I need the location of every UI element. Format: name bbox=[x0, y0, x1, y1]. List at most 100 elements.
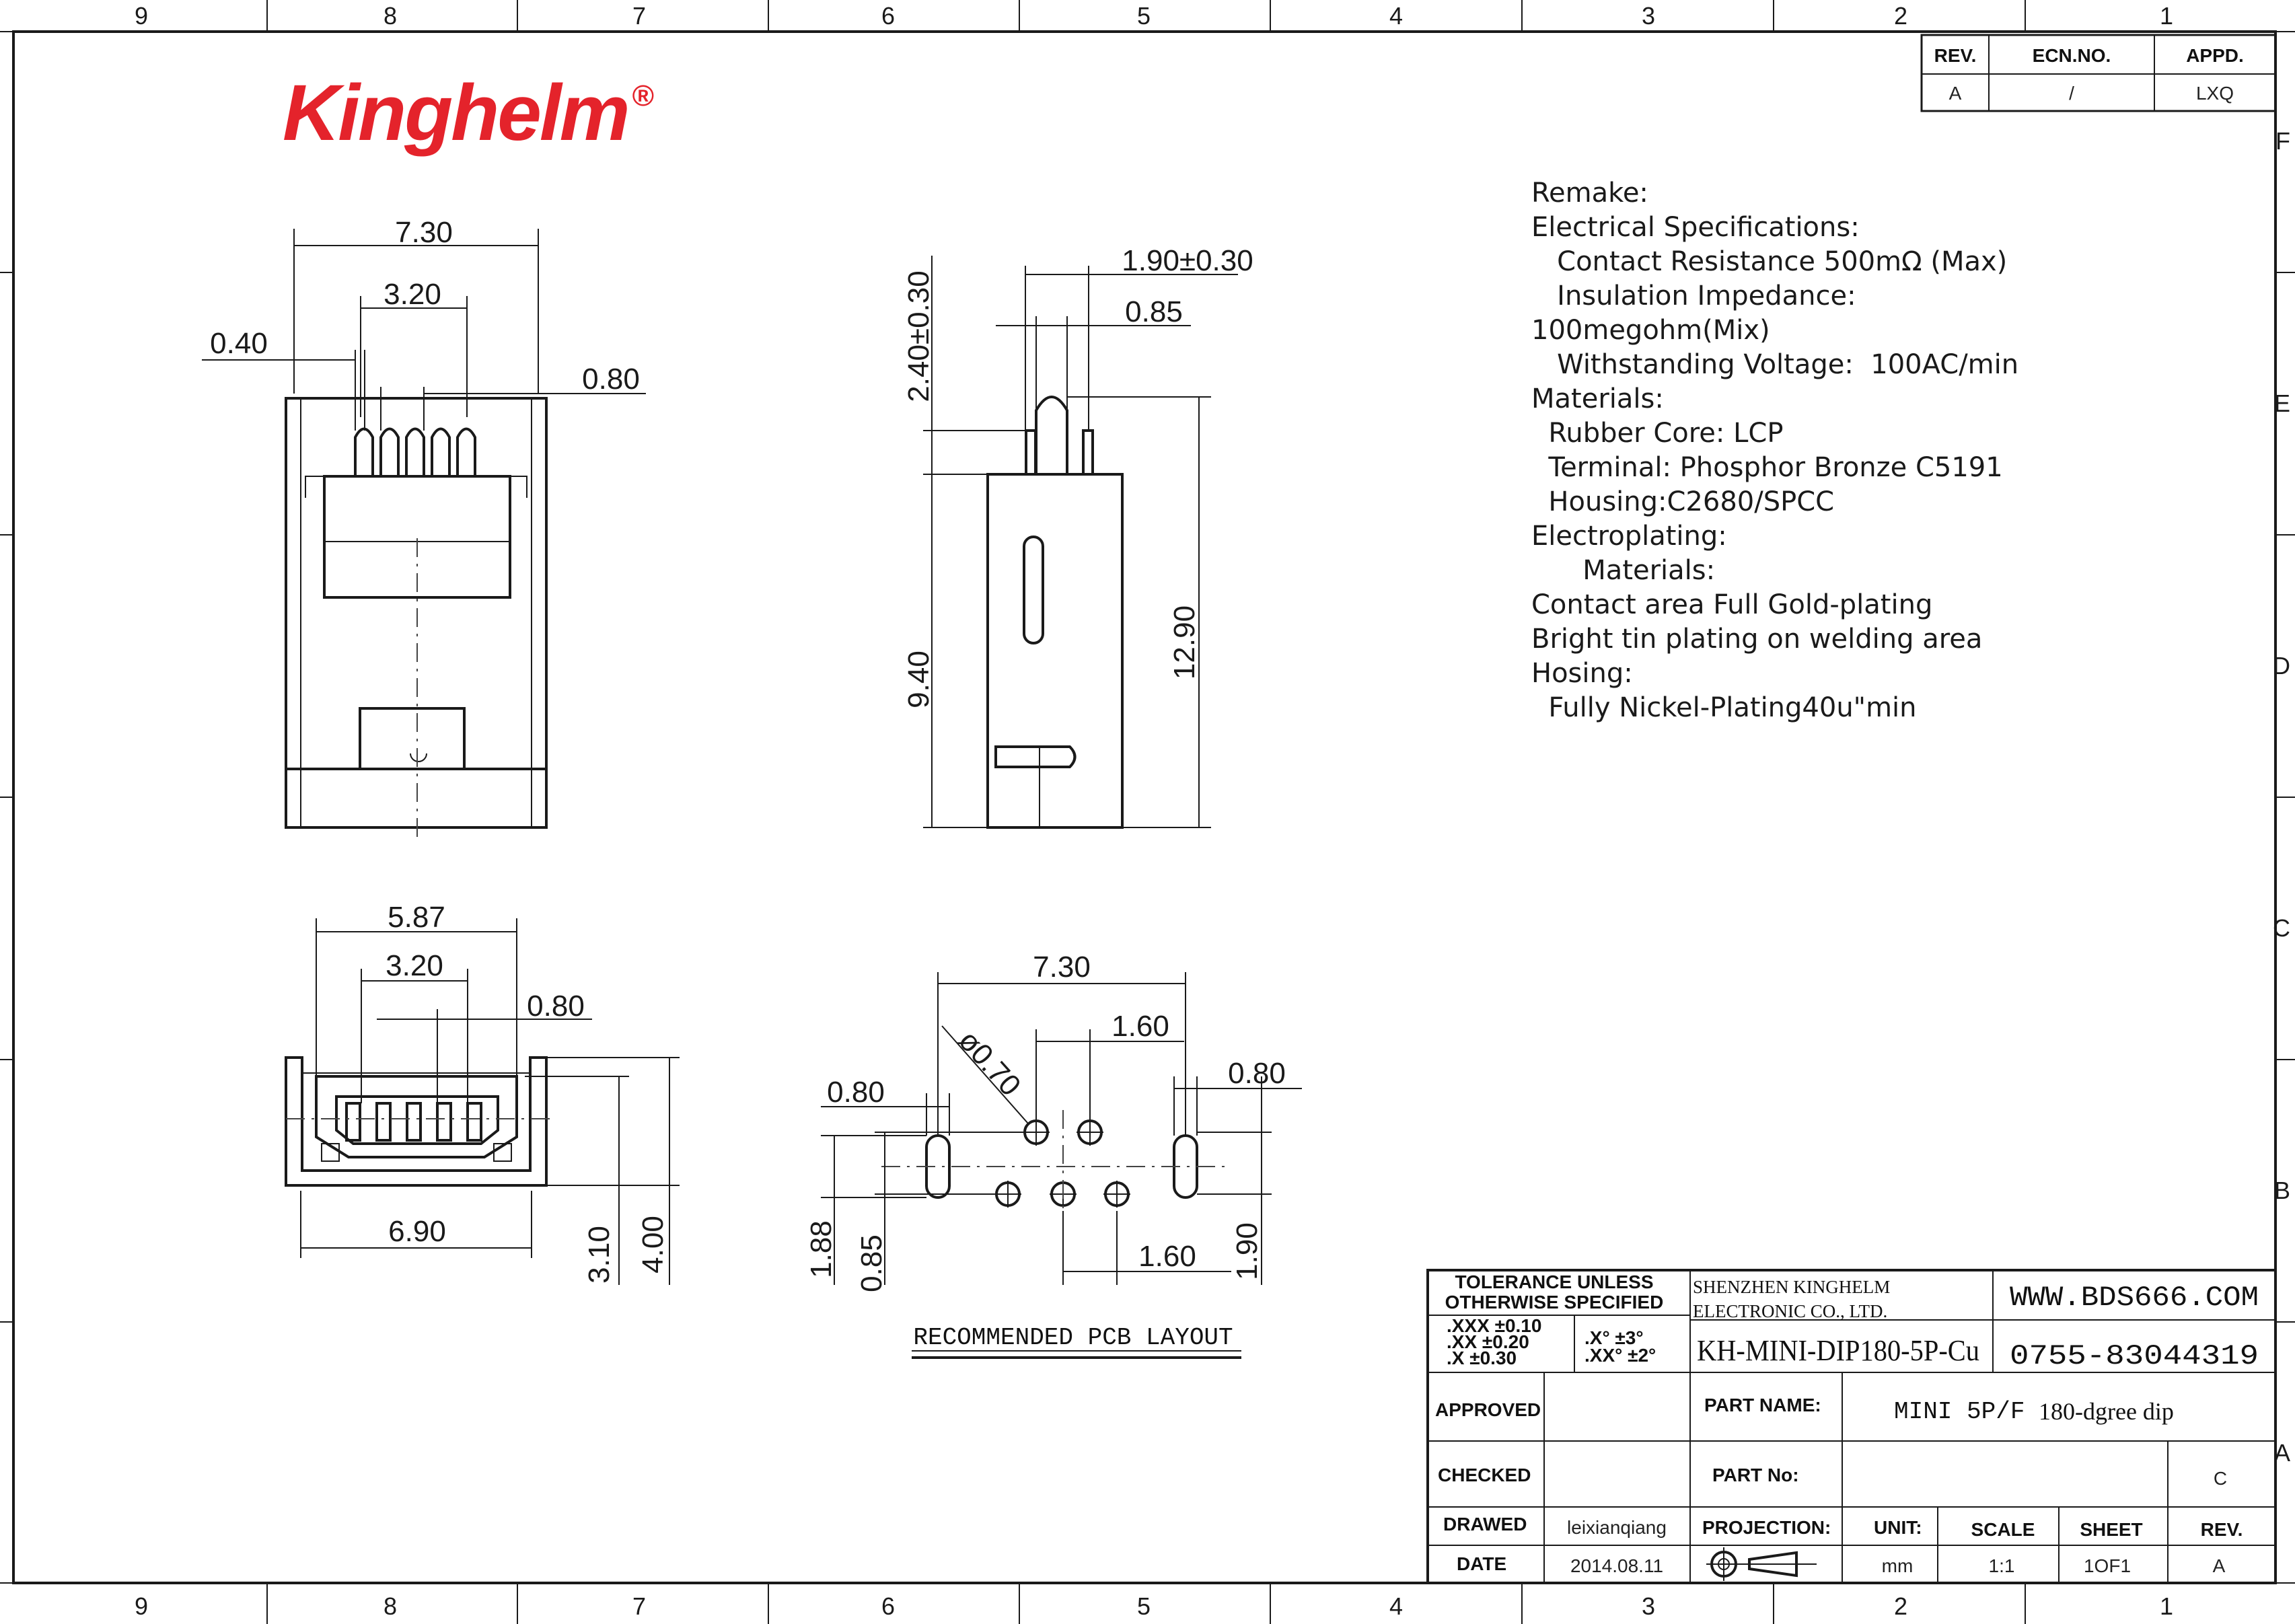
dim-label: 7.30 bbox=[395, 216, 453, 249]
ecn-header: ECN.NO. bbox=[2033, 45, 2111, 66]
zone-label: 7 bbox=[632, 1592, 646, 1620]
note-line: Materials: bbox=[1531, 555, 1716, 586]
zone-label: 8 bbox=[384, 2, 397, 30]
dim-label: 9.40 bbox=[902, 651, 935, 708]
note-line: Insulation Impedance: bbox=[1531, 281, 1856, 311]
note-line: Remake: bbox=[1531, 178, 1648, 209]
zone-label: 1 bbox=[2160, 1592, 2173, 1620]
note-line: Electrical Specifications: bbox=[1531, 212, 1860, 243]
dim-label: 1.90±0.30 bbox=[1122, 244, 1253, 277]
scale-value: 1:1 bbox=[1989, 1555, 2015, 1576]
dim-label: 6.90 bbox=[388, 1215, 446, 1248]
title-block: TOLERANCE UNLESS OTHERWISE SPECIFIED .XX… bbox=[1426, 1269, 2277, 1584]
rev-header: REV. bbox=[1934, 45, 1977, 66]
note-line: Electroplating: bbox=[1531, 521, 1727, 552]
zone-label: 9 bbox=[135, 2, 148, 30]
note-line: Contact Resistance 500mΩ (Max) bbox=[1531, 246, 2008, 277]
zone-label: 4 bbox=[1389, 2, 1403, 30]
part-no-value: C bbox=[2214, 1468, 2227, 1489]
dim-label: 0.85 bbox=[855, 1234, 888, 1292]
checked-label: CHECKED bbox=[1438, 1465, 1531, 1485]
projection-symbol-icon bbox=[1706, 1547, 1817, 1581]
note-line: Fully Nickel-Plating40u"min bbox=[1531, 692, 1917, 723]
appd-value: LXQ bbox=[2196, 83, 2234, 104]
drawed-label: DRAWED bbox=[1443, 1514, 1527, 1535]
dim-label: 4.00 bbox=[636, 1216, 669, 1274]
contact bbox=[345, 1102, 361, 1142]
zone-label: 5 bbox=[1137, 1592, 1151, 1620]
approved-label: APPROVED bbox=[1435, 1399, 1541, 1420]
pcb-layout-title: RECOMMENDED PCB LAYOUT bbox=[913, 1324, 1233, 1352]
company-name-line-2: ELECTRONIC CO., LTD. bbox=[1693, 1301, 1887, 1321]
dim-label: 2.40±0.30 bbox=[902, 270, 935, 402]
zone-label: 5 bbox=[1137, 2, 1151, 30]
specification-notes: Remake: Electrical Specifications: Conta… bbox=[1531, 176, 2204, 725]
zone-labels-bottom: 9 8 7 6 5 4 3 2 1 bbox=[135, 1592, 2173, 1620]
kinghelm-logo: Kinghelm® bbox=[283, 67, 654, 159]
phone-number: 0755-83044319 bbox=[2010, 1340, 2259, 1372]
zone-label: D bbox=[2273, 652, 2290, 679]
zone-label: E bbox=[2274, 390, 2290, 417]
zone-label: 6 bbox=[881, 2, 895, 30]
dim-label: 3.20 bbox=[386, 949, 443, 982]
unit-value: mm bbox=[1882, 1555, 1914, 1576]
dim-label: 0.80 bbox=[527, 990, 585, 1023]
contact bbox=[375, 1102, 392, 1142]
contact bbox=[406, 1102, 422, 1142]
end-view: 5.87 3.20 0.80 6.90 3.10 4.00 bbox=[285, 901, 680, 1285]
zone-label: 4 bbox=[1389, 1592, 1403, 1620]
dim-label: 0.80 bbox=[827, 1076, 885, 1109]
date-label: DATE bbox=[1457, 1553, 1506, 1574]
logo-text: Kinghelm bbox=[283, 69, 630, 157]
zone-label: 2 bbox=[1894, 1592, 1907, 1620]
drawed-value: leixianqiang bbox=[1567, 1517, 1667, 1538]
dim-label: 12.90 bbox=[1168, 605, 1201, 679]
zone-label: 1 bbox=[2160, 2, 2173, 30]
part-name-label: PART NAME: bbox=[1704, 1395, 1821, 1415]
dim-label: 3.20 bbox=[384, 278, 441, 311]
dim-label: 7.30 bbox=[1033, 951, 1091, 984]
zone-label: 3 bbox=[1642, 1592, 1655, 1620]
zone-labels-top: 9 8 7 6 5 4 3 2 1 bbox=[135, 2, 2173, 30]
note-line: 100megohm(Mix) bbox=[1531, 315, 1770, 346]
pcb-layout: 7.30 ø0.70 1.60 0.80 0.80 1.88 0.85 1.60… bbox=[805, 951, 1302, 1359]
part-no-label: PART No: bbox=[1712, 1465, 1799, 1485]
unit-label: UNIT: bbox=[1874, 1517, 1922, 1538]
contact bbox=[436, 1102, 452, 1142]
zone-label: 2 bbox=[1894, 2, 1907, 30]
angle-tolerance-x: .X° ±3° bbox=[1584, 1327, 1644, 1348]
note-line: Housing:C2680/SPCC bbox=[1531, 486, 1835, 517]
dim-label: 1.90 bbox=[1231, 1222, 1264, 1280]
tolerance-header: OTHERWISE SPECIFIED bbox=[1445, 1292, 1664, 1313]
zone-label: 7 bbox=[632, 2, 646, 30]
tolerance-xx: .XX ±0.20 bbox=[1447, 1331, 1529, 1352]
zone-label: 9 bbox=[135, 1592, 148, 1620]
appd-header: APPD. bbox=[2186, 45, 2244, 66]
part-name-value: MINI 5P/F bbox=[1894, 1398, 2025, 1426]
dim-label: 1.60 bbox=[1112, 1010, 1169, 1043]
tolerance-xxx: .XXX ±0.10 bbox=[1447, 1315, 1541, 1336]
zone-label: B bbox=[2274, 1177, 2290, 1204]
sheet-value: 1OF1 bbox=[2084, 1555, 2131, 1576]
note-line: Terminal: Phosphor Bronze C5191 bbox=[1531, 452, 2003, 483]
revision-table: REV. ECN.NO. APPD. A / LXQ bbox=[1920, 34, 2277, 112]
zone-label: 8 bbox=[384, 1592, 397, 1620]
contacts bbox=[345, 1102, 482, 1142]
rev-value: A bbox=[1949, 83, 1962, 104]
tolerance-header: TOLERANCE UNLESS bbox=[1455, 1271, 1653, 1292]
note-line: Rubber Core: LCP bbox=[1531, 418, 1784, 449]
company-name: SHENZHEN KINGHELM bbox=[1693, 1277, 1890, 1297]
note-line: Hosing: bbox=[1531, 658, 1633, 689]
part-name-description: 180-dgree dip bbox=[2039, 1398, 2174, 1425]
zone-label: 6 bbox=[881, 1592, 895, 1620]
dim-label: 1.60 bbox=[1138, 1240, 1196, 1273]
note-line: Contact area Full Gold-plating bbox=[1531, 589, 1933, 620]
dim-label: 0.80 bbox=[1228, 1057, 1286, 1090]
dim-label: 3.10 bbox=[583, 1226, 616, 1284]
dim-label: 5.87 bbox=[388, 901, 445, 934]
contact bbox=[466, 1102, 482, 1142]
rev-label: REV. bbox=[2201, 1519, 2243, 1540]
model-number: KH-MINI-DIP180-5P-Cu bbox=[1697, 1334, 1979, 1367]
